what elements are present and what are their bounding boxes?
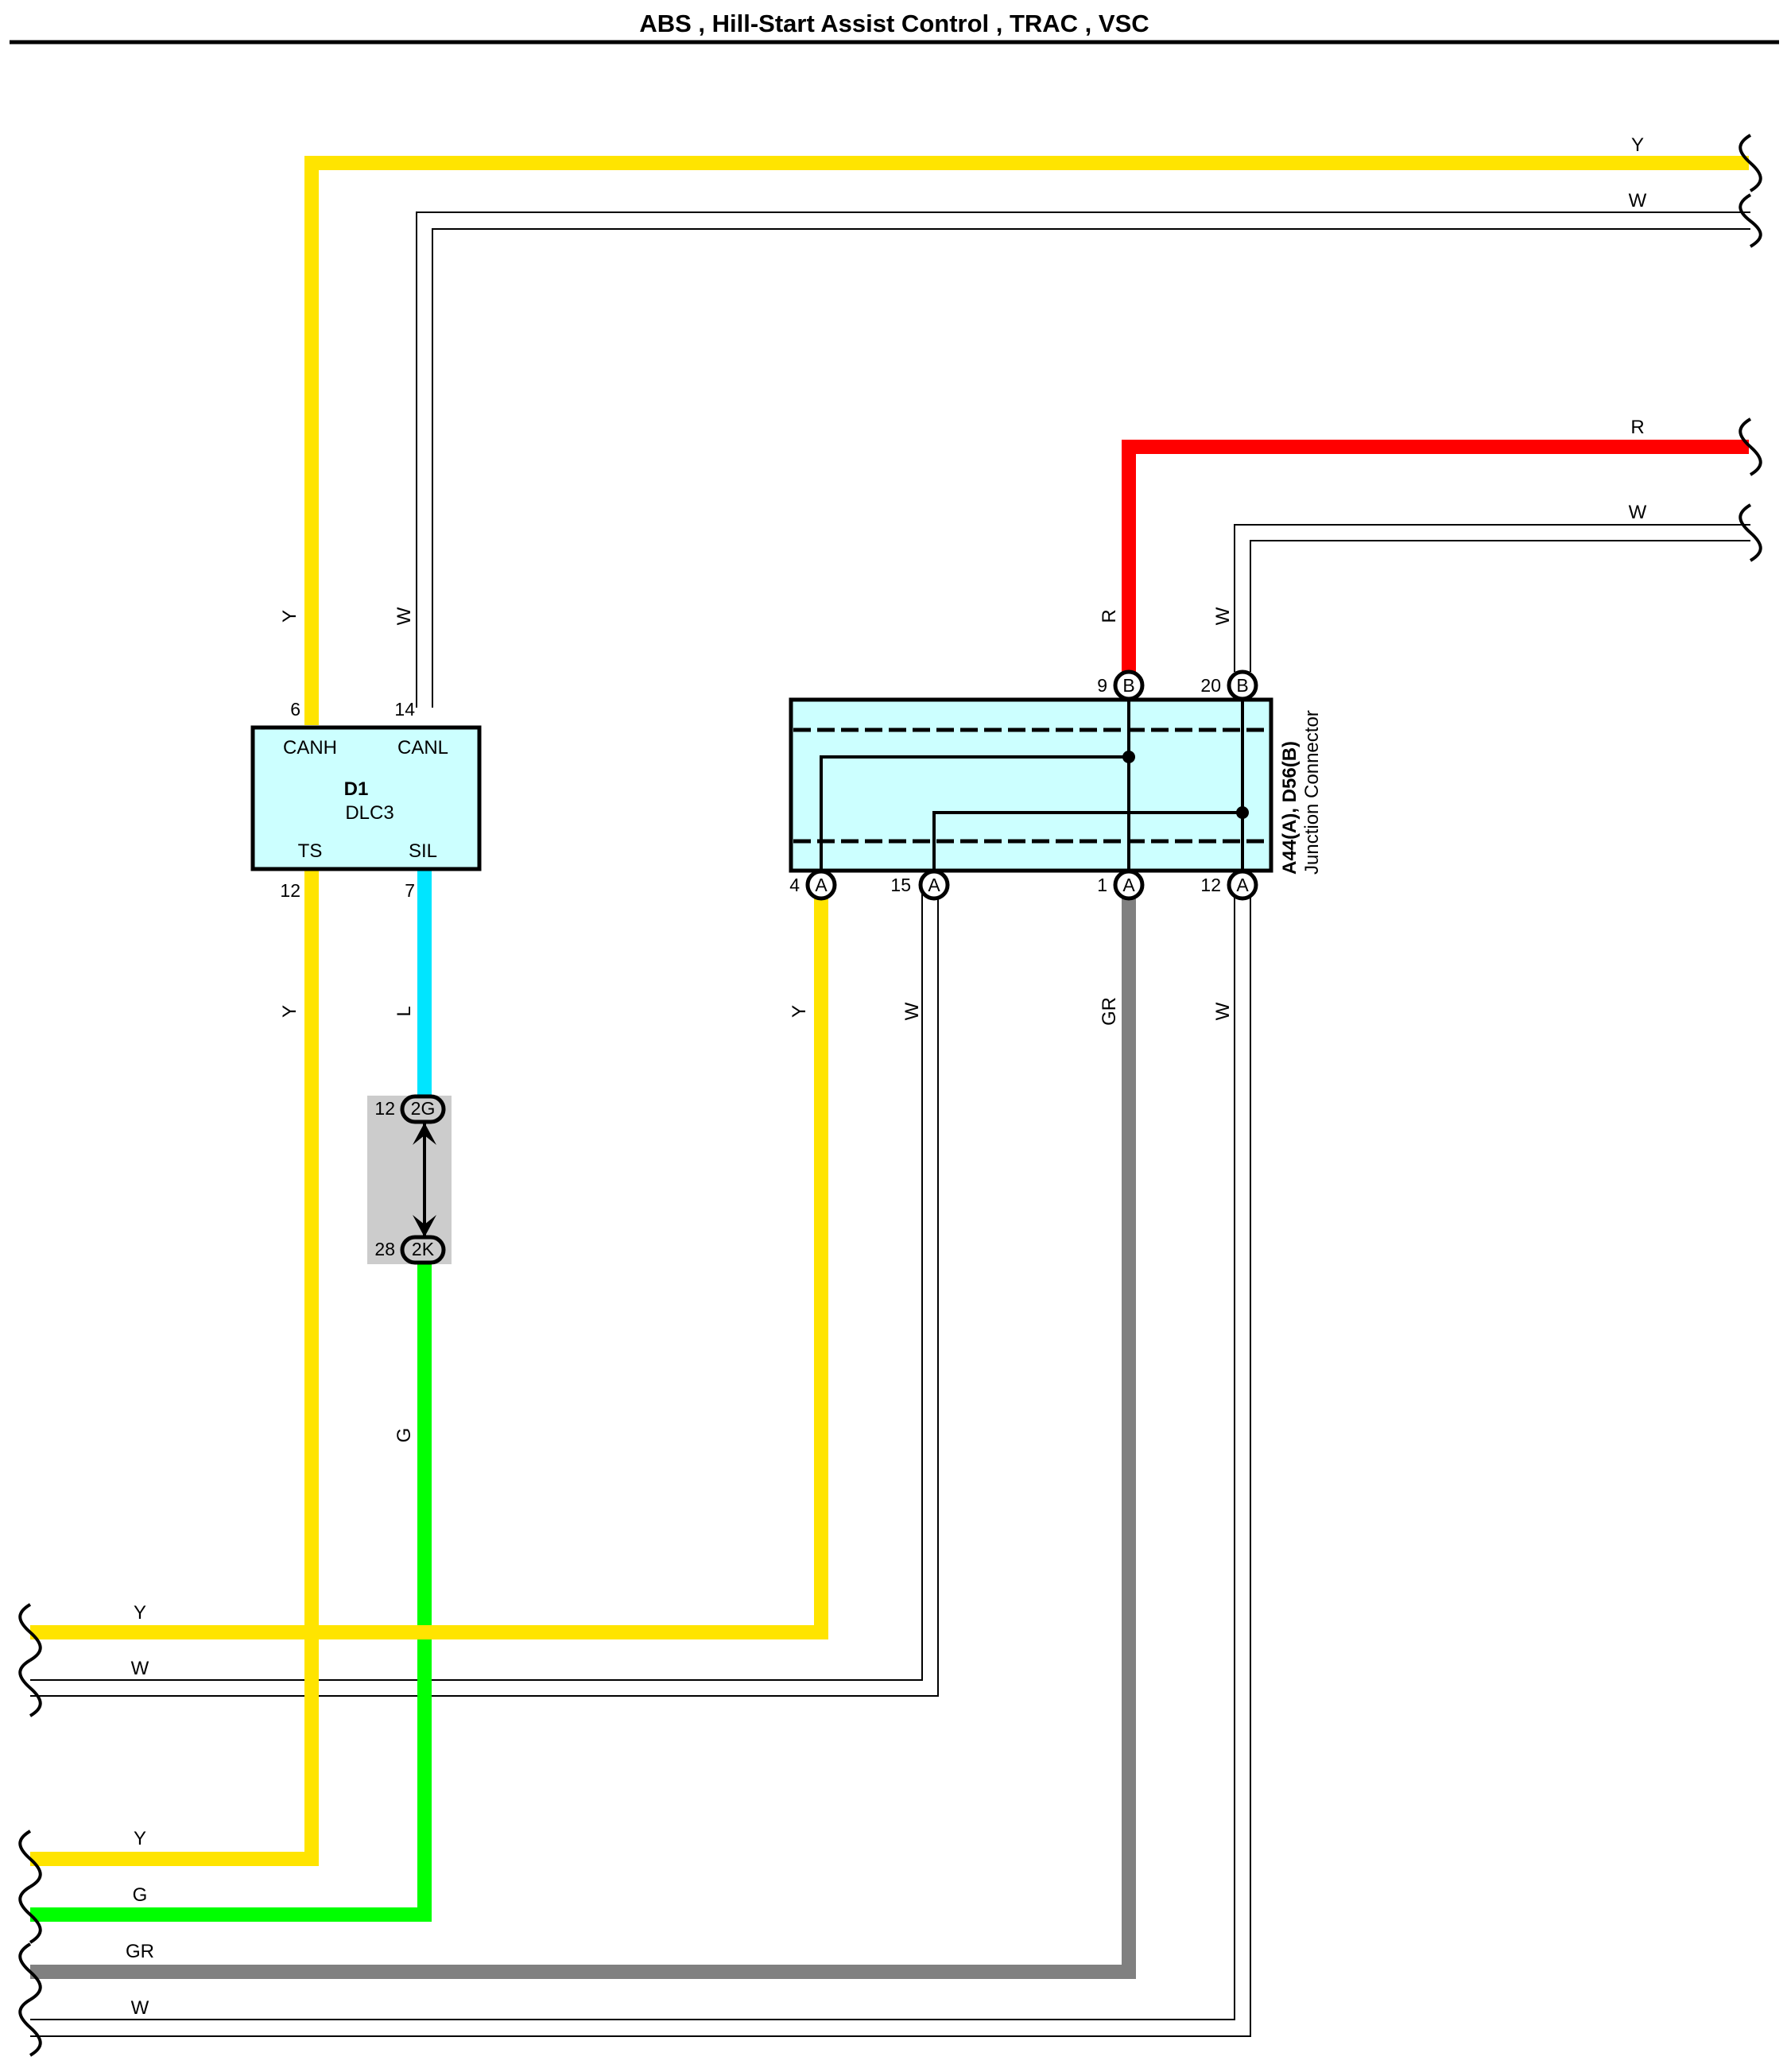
junction-connector-name: Junction Connector: [1301, 710, 1323, 875]
dlc3-canh-label: CANH: [283, 737, 337, 759]
pin-tag-a1: [1113, 869, 1145, 901]
pin-number-1: 1: [1097, 875, 1107, 895]
wire-labels-horizontal: Y W R W Y W Y G GR W: [126, 134, 1647, 2019]
wire-label-top-r: R: [1630, 417, 1644, 438]
wire-label-left-w2: W: [131, 1997, 149, 2019]
wire-label-left-g: G: [133, 1884, 148, 1906]
junction-connector-id: A44(A), D56(B): [1279, 741, 1301, 875]
pin-number-12: 12: [1200, 875, 1221, 895]
connector-2g-tag: 2G: [411, 1098, 436, 1119]
wire-label-ja1-gr: GR: [1099, 997, 1120, 1026]
junction-box: [789, 697, 1273, 873]
wire-label-left-w1: W: [131, 1658, 149, 1679]
wire-label-left-y1: Y: [134, 1602, 146, 1624]
connector-2k-tag: 2K: [412, 1239, 435, 1259]
wire-label-left-y2: Y: [134, 1828, 146, 1849]
wire-label-jb9-r: R: [1099, 609, 1120, 623]
dlc3-sil-label: SIL: [409, 840, 437, 862]
wire-labels-vertical: Y W R W Y L G Y W GR W: [279, 607, 1234, 1442]
pin-number-15: 15: [890, 875, 911, 895]
pin-tag-b20: [1227, 669, 1258, 701]
ja15-w-wire-pair: [30, 884, 939, 1697]
pin-tag-a12: [1227, 869, 1258, 901]
canl-w-wire-pair: [416, 211, 1750, 708]
pin-tag-a15-letter: A: [928, 875, 940, 895]
jb20-w-wire-pair: [1234, 524, 1750, 672]
wire-label-jb20-w: W: [1212, 607, 1234, 625]
jb9-r-wire: [1122, 440, 1749, 672]
dlc3-component: CANH CANL D1 DLC3 TS SIL 6 14 12 7: [250, 699, 482, 901]
junction-internal-lines: [820, 700, 1244, 871]
pin-number-4: 4: [789, 875, 800, 895]
inline-connector-bg: [367, 1096, 452, 1264]
dlc3-box: [250, 725, 482, 871]
dlc3-pin-7: 7: [405, 880, 415, 901]
wire-label-top-y: Y: [1631, 134, 1644, 156]
pin-number-20: 20: [1200, 675, 1221, 696]
junction-connector: B 9 B 20 A 4 A 15 A 1 A 12 A44(A), D56(B…: [789, 669, 1323, 901]
wire-break-marks-left: [18, 1603, 42, 2057]
ja1-gr-wire: [30, 884, 1136, 1979]
inline-arrow-up-icon: [413, 1123, 436, 1145]
g-wire: [30, 1264, 432, 1922]
pin-tag-a4-letter: A: [815, 875, 828, 895]
connector-2g: [400, 1094, 446, 1124]
pin-tag-a4: [805, 869, 837, 901]
connector-2k-pin: 28: [374, 1239, 395, 1259]
dlc3-id: D1: [344, 778, 369, 800]
wire-label-top-w: W: [1629, 190, 1647, 211]
wire-label-top-w2: W: [1629, 502, 1647, 523]
pin-tag-b9-letter: B: [1122, 675, 1134, 696]
wire-break-marks-right: [1739, 134, 1762, 562]
inline-arrow-down-icon: [413, 1215, 436, 1237]
dlc3-pin-12: 12: [280, 880, 300, 901]
wire-label-ts-y: Y: [279, 1005, 300, 1018]
wire-label-sil-l: L: [393, 1006, 415, 1016]
ja4-y-wire: [30, 884, 828, 1639]
dlc3-ts-label: TS: [298, 840, 323, 862]
pin-tag-a15: [918, 869, 950, 901]
junction-splice-dot: [1236, 806, 1249, 819]
pin-tag-b20-letter: B: [1236, 675, 1248, 696]
dlc3-pin-14: 14: [394, 699, 415, 720]
wire-label-g: G: [393, 1428, 415, 1443]
page-title: ABS , Hill-Start Assist Control , TRAC ,…: [639, 10, 1149, 37]
connector-2g-pin: 12: [374, 1098, 395, 1119]
pin-tag-a1-letter: A: [1122, 875, 1135, 895]
dlc3-pin-6: 6: [290, 699, 300, 720]
dlc3-canl-label: CANL: [397, 737, 448, 759]
pin-tag-b9: [1113, 669, 1145, 701]
connector-2k: [400, 1235, 446, 1265]
inline-connector: 2G 12 2K 28: [367, 1094, 452, 1265]
junction-splice-dot: [1122, 751, 1135, 763]
ja12-w-wire-pair: [30, 884, 1251, 2037]
wire-label-left-gr: GR: [126, 1941, 154, 1962]
dlc3-name: DLC3: [345, 802, 393, 824]
pin-tag-a12-letter: A: [1236, 875, 1249, 895]
wire-label-ja4-y: Y: [789, 1005, 810, 1018]
pin-number-9: 9: [1097, 675, 1107, 696]
wire-label-ja12-w: W: [1212, 1002, 1234, 1020]
ts-y-wire: [30, 868, 319, 1866]
wire-label-canh-y: Y: [279, 610, 300, 623]
wire-label-ja15-w: W: [901, 1002, 923, 1020]
canh-y-wire: [304, 156, 1749, 725]
wire-label-canl-w: W: [393, 607, 415, 625]
